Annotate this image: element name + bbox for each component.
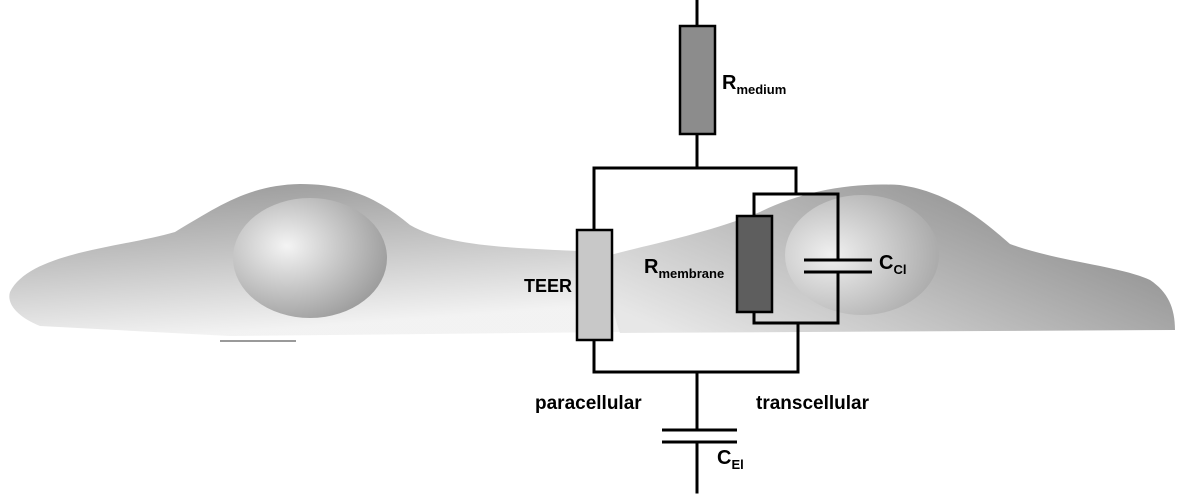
- circuit-wires: [592, 0, 840, 494]
- c-el-label: CEl: [717, 447, 744, 472]
- right-cell-nucleus: [785, 195, 939, 315]
- teer-resistor: [575, 228, 614, 342]
- r-membrane-resistor: [735, 214, 774, 314]
- left-cell: [9, 184, 623, 342]
- r-medium-resistor: [678, 24, 717, 136]
- teer-label: TEER: [524, 276, 572, 296]
- paracellular-label: paracellular: [535, 393, 642, 414]
- r-membrane-label: Rmembrane: [644, 256, 724, 281]
- c-el-capacitor: [662, 428, 737, 444]
- r-medium-label: Rmedium: [722, 72, 786, 97]
- transcellular-label: transcellular: [756, 393, 870, 414]
- c-cl-label: CCl: [879, 252, 906, 277]
- left-cell-nucleus: [233, 198, 387, 318]
- c-cl-capacitor: [804, 258, 872, 274]
